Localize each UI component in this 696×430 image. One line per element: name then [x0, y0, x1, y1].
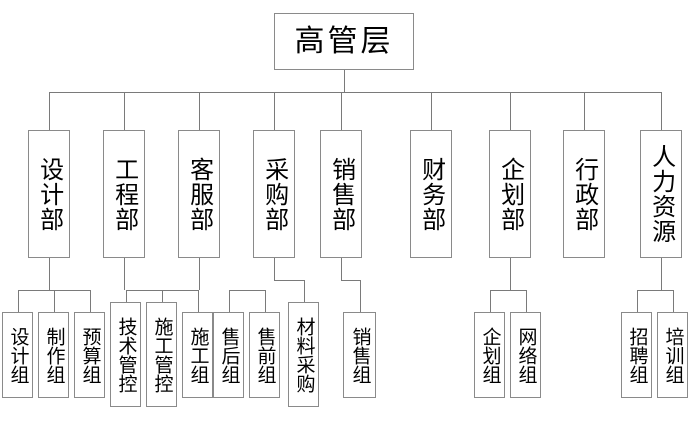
node-label-sales: 销售部 — [327, 156, 356, 232]
node-label-procurement: 采购部 — [260, 156, 289, 232]
node-planning[interactable]: 企划部 — [489, 130, 531, 258]
node-design-team[interactable]: 设计组 — [2, 312, 33, 398]
node-label-design: 设计部 — [35, 156, 64, 232]
node-exec[interactable]: 高管层 — [274, 13, 414, 70]
node-planning-team[interactable]: 企划组 — [474, 312, 505, 398]
node-label-human-resources: 人力资源 — [647, 144, 676, 244]
dept-drop-design — [49, 92, 50, 130]
level2-bus — [49, 92, 661, 93]
node-engineering[interactable]: 工程部 — [103, 130, 145, 258]
node-human-resources[interactable]: 人力资源 — [640, 130, 682, 258]
node-customer-service[interactable]: 客服部 — [178, 130, 220, 258]
child-drop-material-purchase — [304, 280, 305, 302]
node-tech-control[interactable]: 技术管控 — [110, 302, 141, 407]
dept-drop-sales — [341, 92, 342, 130]
node-network-team[interactable]: 网络组 — [510, 312, 541, 398]
child-drop-pre-sales — [265, 290, 266, 312]
node-label-budget: 预算组 — [79, 326, 102, 384]
node-pre-sales[interactable]: 售前组 — [249, 312, 280, 398]
node-label-build-control: 施工管控 — [151, 316, 174, 393]
child-stem-human-resources — [661, 258, 662, 290]
child-stem-sales — [341, 258, 342, 280]
node-label-tech-control: 技术管控 — [115, 316, 138, 393]
child-drop-planning-team — [490, 290, 491, 312]
child-stem-design — [49, 258, 50, 290]
child-drop-tech-control — [126, 290, 127, 302]
child-drop-build-control — [162, 290, 163, 302]
child-drop-design-team — [18, 290, 19, 312]
child-jog-procurement — [274, 280, 304, 281]
node-label-finance: 财务部 — [417, 156, 446, 232]
node-budget[interactable]: 预算组 — [74, 312, 105, 398]
node-after-sales[interactable]: 售后组 — [213, 312, 244, 398]
child-bus-human-resources — [637, 290, 673, 291]
node-label-recruiting: 招聘组 — [626, 326, 649, 384]
child-bus-customer-service — [229, 290, 265, 291]
node-training[interactable]: 培训组 — [657, 312, 688, 398]
node-label-customer-service: 客服部 — [185, 156, 214, 232]
child-jog-sales — [341, 280, 360, 281]
node-label-production: 制作组 — [43, 326, 66, 384]
node-label-planning-team: 企划组 — [479, 326, 502, 384]
child-stem-planning — [510, 258, 511, 290]
child-drop-budget — [90, 290, 91, 312]
dept-drop-finance — [431, 92, 432, 130]
node-production[interactable]: 制作组 — [38, 312, 69, 398]
node-label-administration: 行政部 — [570, 156, 599, 232]
node-label-exec: 高管层 — [294, 23, 394, 59]
node-sales[interactable]: 销售部 — [320, 130, 362, 258]
dept-drop-planning — [510, 92, 511, 130]
child-drop-construction — [198, 290, 199, 312]
node-procurement[interactable]: 采购部 — [253, 130, 295, 258]
child-drop-production — [54, 290, 55, 312]
dept-drop-administration — [584, 92, 585, 130]
node-label-network-team: 网络组 — [515, 326, 538, 384]
dept-drop-procurement — [274, 92, 275, 130]
node-design[interactable]: 设计部 — [28, 130, 70, 258]
dept-drop-customer-service — [199, 92, 200, 130]
node-label-engineering: 工程部 — [110, 156, 139, 232]
node-material-purchase[interactable]: 材料采购 — [288, 302, 319, 407]
node-label-pre-sales: 售前组 — [254, 326, 277, 384]
child-stem-procurement — [274, 258, 275, 280]
child-drop-after-sales — [229, 290, 230, 312]
node-recruiting[interactable]: 招聘组 — [621, 312, 652, 398]
node-administration[interactable]: 行政部 — [563, 130, 605, 258]
child-drop-training — [673, 290, 674, 312]
node-label-construction: 施工组 — [187, 326, 210, 384]
root-stem — [344, 70, 345, 92]
child-drop-recruiting — [637, 290, 638, 312]
child-drop-network-team — [526, 290, 527, 312]
dept-drop-human-resources — [661, 92, 662, 130]
node-sales-team[interactable]: 销售组 — [343, 312, 376, 398]
node-construction[interactable]: 施工组 — [182, 312, 213, 398]
node-build-control[interactable]: 施工管控 — [146, 302, 177, 407]
child-stem-customer-service — [199, 258, 200, 290]
node-label-training: 培训组 — [662, 326, 685, 384]
node-label-sales-team: 销售组 — [349, 326, 372, 384]
node-label-design-team: 设计组 — [7, 326, 30, 384]
node-label-planning: 企划部 — [496, 156, 525, 232]
dept-drop-engineering — [124, 92, 125, 130]
child-drop-sales-team — [360, 280, 361, 312]
child-stem-engineering — [124, 258, 125, 290]
node-finance[interactable]: 财务部 — [410, 130, 452, 258]
node-label-material-purchase: 材料采购 — [293, 316, 316, 393]
node-label-after-sales: 售后组 — [218, 326, 241, 384]
child-bus-planning — [490, 290, 526, 291]
